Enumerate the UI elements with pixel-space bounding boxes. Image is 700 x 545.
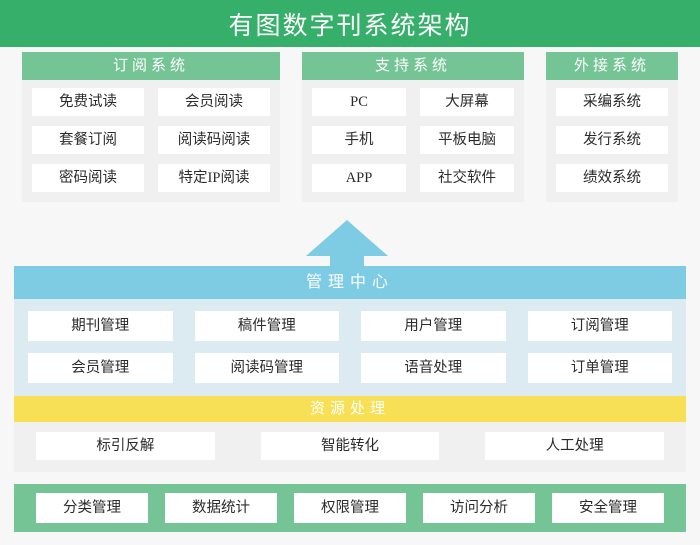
- panel-body-resource-processing: 标引反解 智能转化 人工处理: [14, 422, 686, 472]
- list-item[interactable]: 会员管理: [28, 353, 173, 383]
- list-item[interactable]: 订阅管理: [527, 311, 672, 341]
- list-item[interactable]: APP: [312, 164, 406, 192]
- panel-body-management-center: 期刊管理 稿件管理 用户管理 订阅管理 会员管理 阅读码管理 语音处理 订单管理: [14, 299, 686, 397]
- list-item[interactable]: 数据统计: [165, 493, 277, 523]
- list-item[interactable]: 绩效系统: [556, 164, 668, 192]
- list-item[interactable]: 采编系统: [556, 88, 668, 116]
- list-item[interactable]: 特定IP阅读: [158, 164, 270, 192]
- list-item[interactable]: 权限管理: [294, 493, 406, 523]
- panel-body-support-system: PC 大屏幕 手机 平板电脑 APP 社交软件: [302, 80, 524, 202]
- bottom-toolbar: 分类管理 数据统计 权限管理 访问分析 安全管理: [14, 484, 686, 532]
- page-title: 有图数字刊系统架构: [228, 12, 472, 40]
- list-item[interactable]: 会员阅读: [158, 88, 270, 116]
- panel-title-support-system: 支持系统: [302, 52, 524, 80]
- list-item[interactable]: 安全管理: [552, 493, 664, 523]
- item-grid-management-center: 期刊管理 稿件管理 用户管理 订阅管理 会员管理 阅读码管理 语音处理 订单管理: [28, 311, 672, 383]
- list-item[interactable]: 稿件管理: [194, 311, 339, 341]
- list-item[interactable]: 语音处理: [361, 353, 506, 383]
- list-item[interactable]: 阅读码管理: [194, 353, 339, 383]
- list-item[interactable]: 大屏幕: [420, 88, 514, 116]
- panel-title-resource-processing: 资源处理: [14, 396, 686, 422]
- list-item[interactable]: 人工处理: [485, 432, 664, 460]
- list-item[interactable]: 阅读码阅读: [158, 126, 270, 154]
- list-item[interactable]: 手机: [312, 126, 406, 154]
- list-item[interactable]: 标引反解: [36, 432, 215, 460]
- panel-body-external-system: 采编系统 发行系统 绩效系统: [546, 80, 678, 202]
- panel-subscription-system: 订阅系统 免费试读 会员阅读 套餐订阅 阅读码阅读 密码阅读 特定IP阅读: [22, 52, 280, 202]
- item-grid-external-system: 采编系统 发行系统 绩效系统: [556, 88, 668, 192]
- list-item[interactable]: 平板电脑: [420, 126, 514, 154]
- page-header: 有图数字刊系统架构: [0, 0, 700, 47]
- item-grid-resource-processing: 标引反解 智能转化 人工处理: [36, 432, 664, 460]
- panel-body-subscription-system: 免费试读 会员阅读 套餐订阅 阅读码阅读 密码阅读 特定IP阅读: [22, 80, 280, 202]
- top-systems-row: 订阅系统 免费试读 会员阅读 套餐订阅 阅读码阅读 密码阅读 特定IP阅读 支持…: [0, 52, 700, 214]
- list-item[interactable]: 套餐订阅: [32, 126, 144, 154]
- panel-title-management-center: 管理中心: [14, 266, 686, 299]
- list-item[interactable]: 密码阅读: [32, 164, 144, 192]
- list-item[interactable]: 免费试读: [32, 88, 144, 116]
- panel-external-system: 外接系统 采编系统 发行系统 绩效系统: [546, 52, 678, 202]
- panel-support-system: 支持系统 PC 大屏幕 手机 平板电脑 APP 社交软件: [302, 52, 524, 202]
- list-item[interactable]: 用户管理: [361, 311, 506, 341]
- item-grid-support-system: PC 大屏幕 手机 平板电脑 APP 社交软件: [312, 88, 514, 192]
- panel-management-center: 管理中心 期刊管理 稿件管理 用户管理 订阅管理 会员管理 阅读码管理 语音处理…: [14, 266, 686, 397]
- list-item[interactable]: 发行系统: [556, 126, 668, 154]
- list-item[interactable]: 社交软件: [420, 164, 514, 192]
- list-item[interactable]: 分类管理: [36, 493, 148, 523]
- panel-title-subscription-system: 订阅系统: [22, 52, 280, 80]
- panel-resource-processing: 资源处理 标引反解 智能转化 人工处理: [14, 396, 686, 472]
- list-item[interactable]: 智能转化: [260, 432, 440, 460]
- list-item[interactable]: 期刊管理: [28, 311, 173, 341]
- item-grid-subscription-system: 免费试读 会员阅读 套餐订阅 阅读码阅读 密码阅读 特定IP阅读: [32, 88, 270, 192]
- up-arrow-icon: [306, 220, 388, 270]
- panel-title-external-system: 外接系统: [546, 52, 678, 80]
- list-item[interactable]: PC: [312, 88, 406, 116]
- list-item[interactable]: 访问分析: [423, 493, 535, 523]
- list-item[interactable]: 订单管理: [527, 353, 672, 383]
